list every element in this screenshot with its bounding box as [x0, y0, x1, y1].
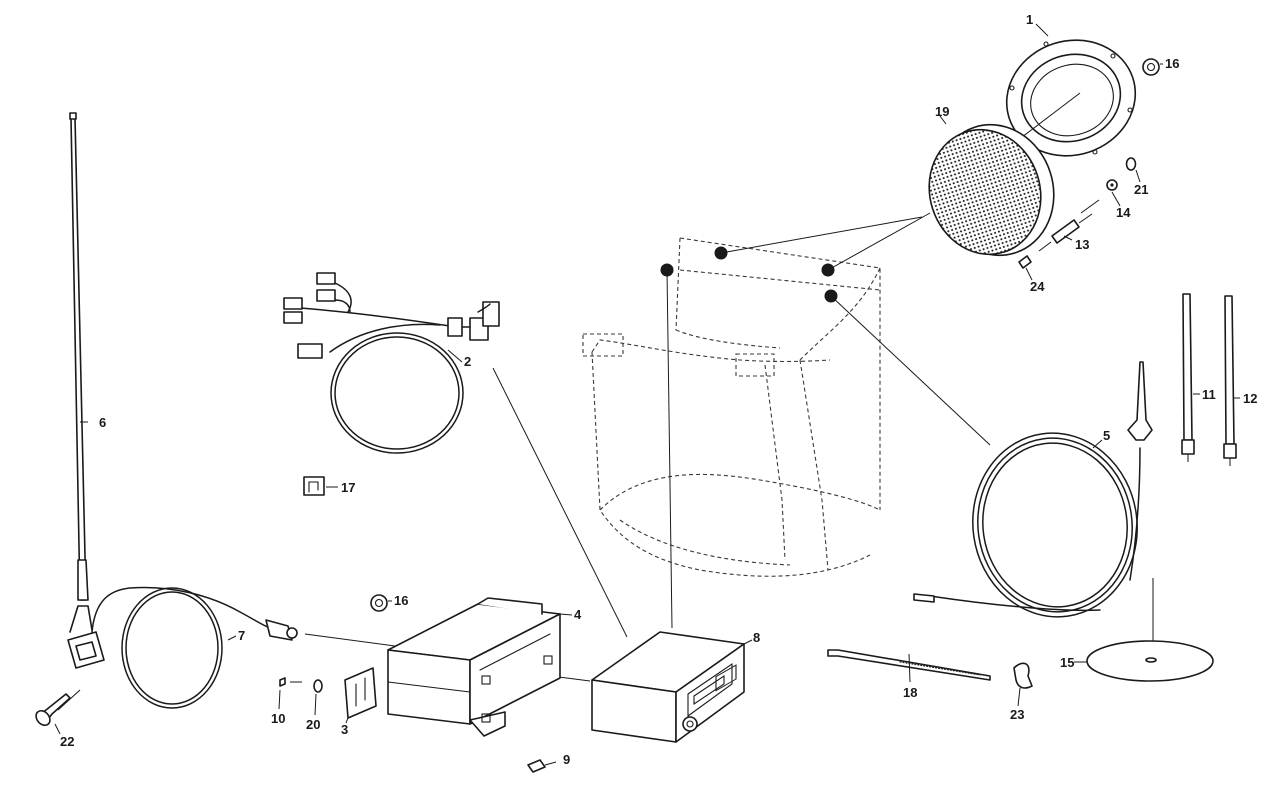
- callout-20: 20: [306, 717, 320, 732]
- callout-21: 21: [1134, 182, 1148, 197]
- callout-3: 3: [341, 722, 348, 737]
- nut-top-right: [1142, 58, 1160, 76]
- antenna-lead: [91, 586, 298, 709]
- wiring-harness: [283, 272, 500, 454]
- ground-plane-disc: [1086, 640, 1214, 682]
- callout-9: 9: [563, 752, 570, 767]
- callout-6: 6: [99, 415, 106, 430]
- tie-clip: [1013, 662, 1033, 689]
- callout-22: 22: [60, 734, 74, 749]
- antenna-short-12: [1223, 295, 1237, 466]
- radio-unit: [591, 631, 745, 743]
- callout-24: 24: [1030, 279, 1045, 294]
- callout-labels: 1 16 19 21 14 13 24 2 17 6 11 12 5 7 16 …: [60, 12, 1257, 767]
- nut-mid: [370, 594, 388, 612]
- callout-1: 1: [1026, 12, 1033, 27]
- callout-5: 5: [1103, 428, 1110, 443]
- antenna-short-11: [1181, 293, 1195, 462]
- callout-16-top: 16: [1165, 56, 1179, 71]
- antenna-lead-coil: [913, 361, 1153, 618]
- callout-23: 23: [1010, 707, 1024, 722]
- cable-clip: [303, 476, 325, 496]
- mounting-sleeve: [387, 597, 561, 737]
- mounting-points: [660, 246, 838, 303]
- assembly-lines: [304, 212, 1154, 682]
- speaker-flange-ring: [1004, 39, 1137, 157]
- callout-12: 12: [1243, 391, 1257, 406]
- callout-16-mid: 16: [394, 593, 408, 608]
- speaker-grille: [928, 123, 1055, 257]
- callout-7: 7: [238, 628, 245, 643]
- callout-15: 15: [1060, 655, 1074, 670]
- callout-4: 4: [574, 607, 582, 622]
- callout-leaders: [54, 23, 1240, 735]
- callout-17: 17: [341, 480, 355, 495]
- whip-antenna: [67, 112, 105, 669]
- cabinet-outline: [582, 237, 881, 577]
- speaker-fixing-hardware: [1018, 157, 1137, 269]
- callout-19: 19: [935, 104, 949, 119]
- callout-14: 14: [1116, 205, 1131, 220]
- mounting-bracket: [344, 667, 377, 719]
- callout-2: 2: [464, 354, 471, 369]
- small-hardware: [279, 677, 557, 773]
- callout-10: 10: [271, 711, 285, 726]
- callout-11: 11: [1202, 387, 1216, 402]
- callout-13: 13: [1075, 237, 1089, 252]
- antenna-bolt: [35, 689, 81, 727]
- callout-18: 18: [903, 685, 917, 700]
- callout-8: 8: [753, 630, 760, 645]
